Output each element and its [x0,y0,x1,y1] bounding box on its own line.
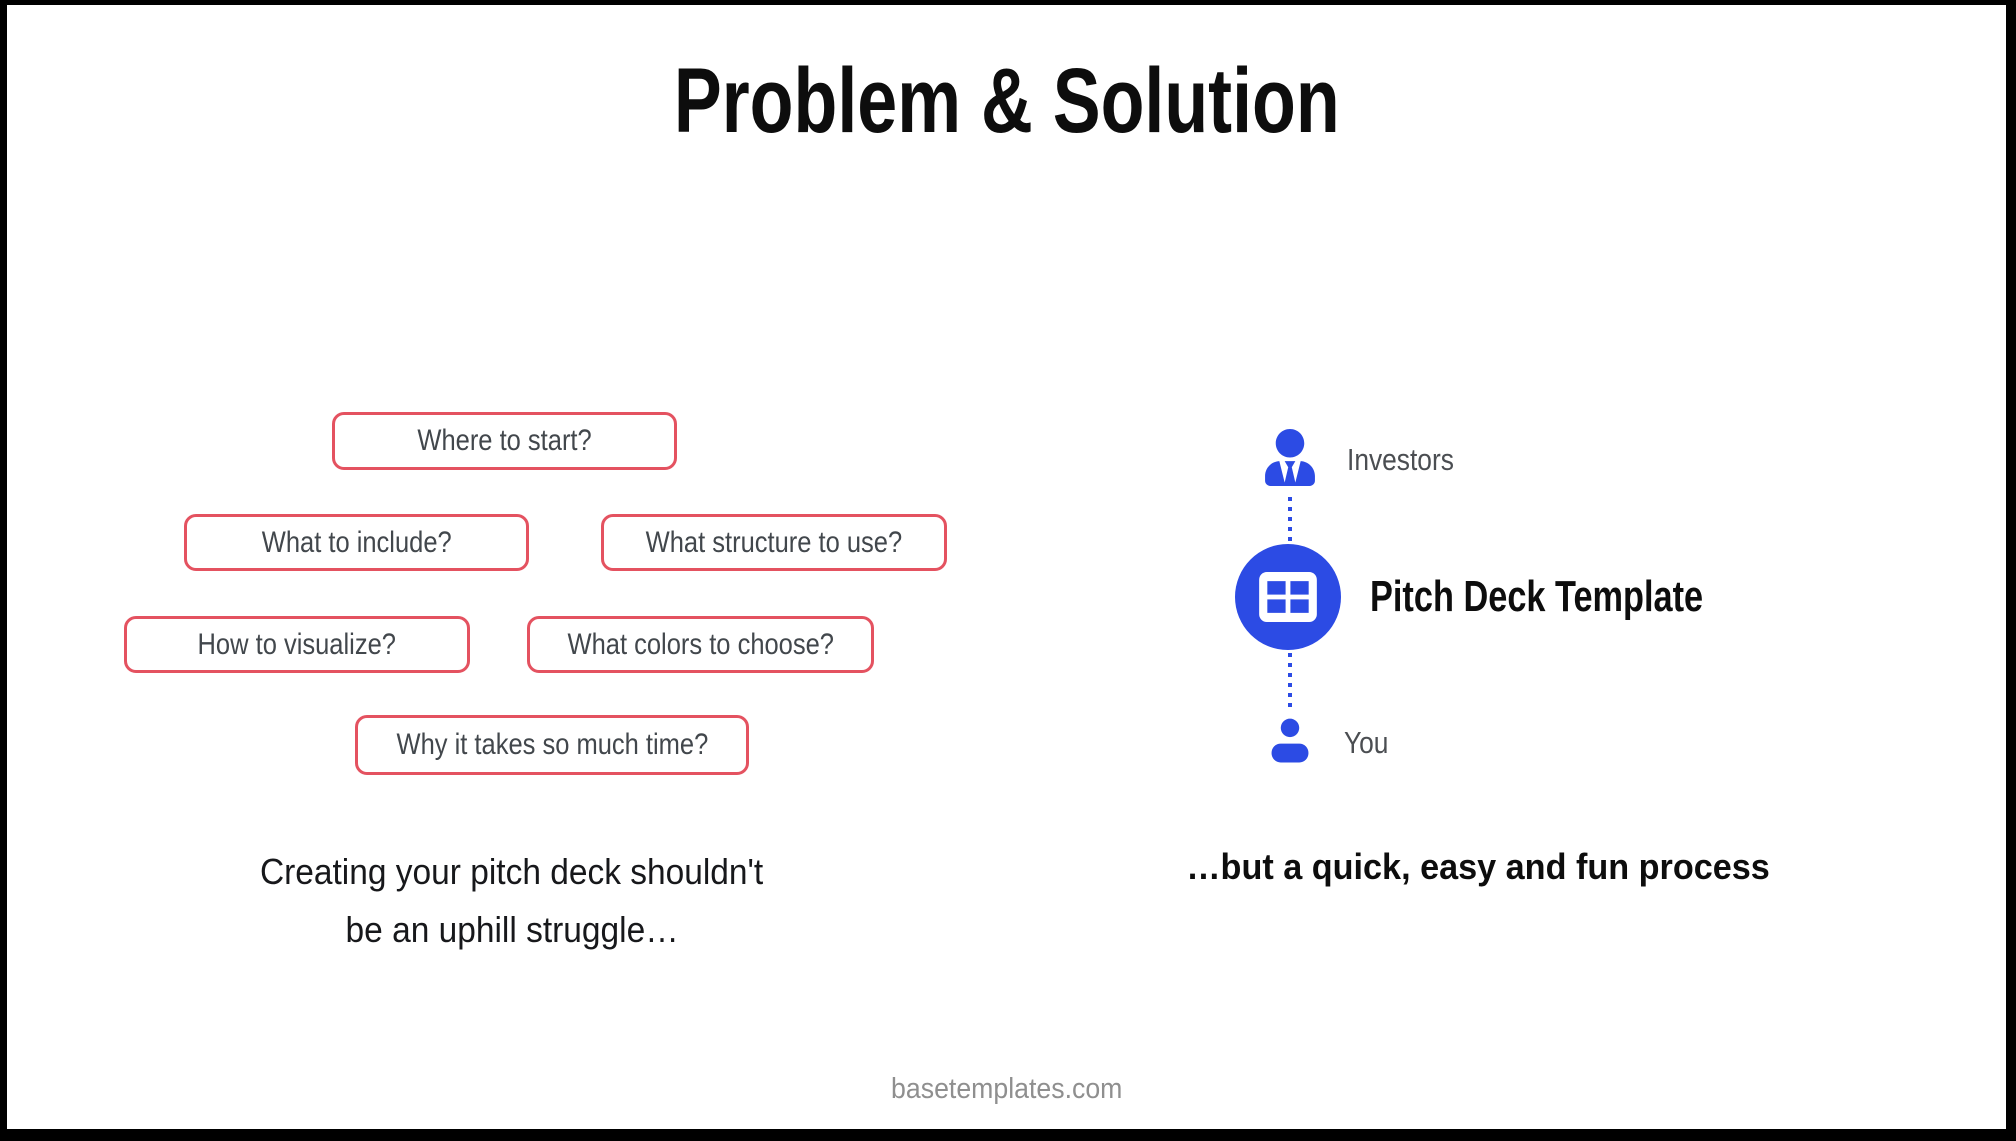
question-box-why-so-much-time: Why it takes so much time? [355,715,749,775]
question-label: Where to start? [417,424,592,457]
pitch-deck-template-circle [1235,544,1341,650]
pitch-deck-template-label: Pitch Deck Template [1370,573,1797,621]
solution-caption-text: …but a quick, easy and fun process [1186,846,1770,887]
question-label: What structure to use? [645,525,903,559]
pitch-deck-template-grid-icon [1259,572,1317,622]
question-box-where-to-start: Where to start? [332,412,677,470]
question-label: What colors to choose? [567,627,834,661]
investor-user-tie-icon [1265,429,1315,486]
question-box-what-to-include: What to include? [184,514,529,571]
problem-caption: Creating your pitch deck shouldn't be an… [212,843,812,959]
dotted-connector-bottom [1288,653,1292,709]
question-box-what-structure: What structure to use? [601,514,947,571]
question-label: Why it takes so much time? [396,728,708,761]
footer-url: basetemplates.com [7,1073,2006,1106]
you-label-text: You [1344,725,1389,760]
solution-caption: …but a quick, easy and fun process [1171,845,1771,889]
problem-caption-line2: be an uphill struggle… [212,901,812,959]
slide: Problem & Solution Where to start? What … [7,5,2006,1129]
dotted-connector-top [1288,497,1292,543]
you-label: You [1344,726,1396,760]
pitch-deck-template-label-text: Pitch Deck Template [1370,572,1704,621]
footer-url-text: basetemplates.com [890,1073,1123,1105]
question-box-what-colors: What colors to choose? [527,616,874,673]
page-title-text: Problem & Solution [673,50,1340,152]
question-label: What to include? [261,525,452,559]
investors-label: Investors [1347,443,1473,477]
question-label: How to visualize? [197,627,397,661]
problem-caption-line1-text: Creating your pitch deck shouldn't [260,851,764,892]
problem-caption-line1: Creating your pitch deck shouldn't [212,843,812,901]
you-user-icon [1271,718,1309,763]
page-title: Problem & Solution [7,53,2006,150]
problem-caption-line2-text: be an uphill struggle… [345,909,679,950]
question-box-how-to-visualize: How to visualize? [124,616,470,673]
investors-label-text: Investors [1347,442,1454,477]
